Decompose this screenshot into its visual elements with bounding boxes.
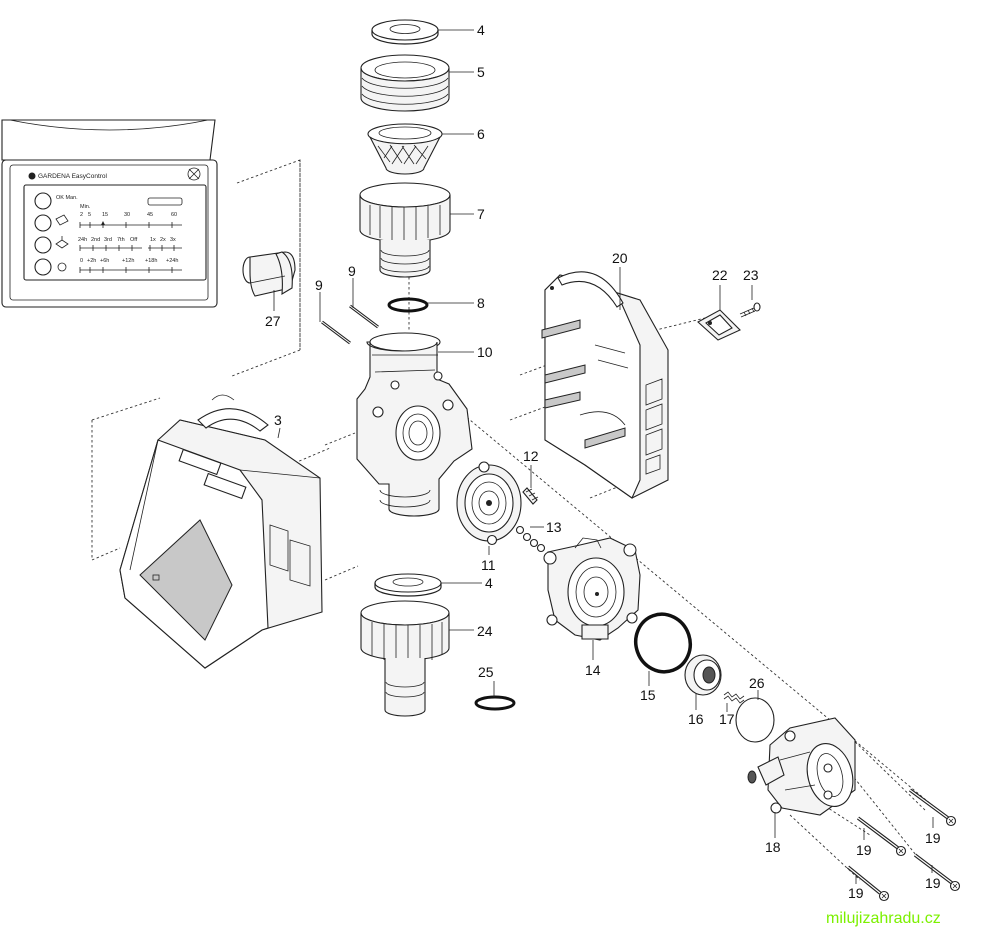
scale1-tick-3: 30 xyxy=(124,212,130,218)
label-19-b: 19 xyxy=(856,842,872,858)
label-14: 14 xyxy=(585,662,601,678)
part-25-o-ring xyxy=(474,695,516,711)
label-20: 20 xyxy=(612,250,628,266)
part-4-washer-bottom xyxy=(374,573,442,597)
sprinkler-icon xyxy=(55,214,69,226)
part-labels: 4 5 6 7 8 9 9 10 3 27 20 22 23 12 13 11 … xyxy=(265,22,941,901)
part-7-tap-connector xyxy=(359,182,451,278)
part-10-valve-body xyxy=(356,332,473,517)
brand-logo-icon xyxy=(28,172,36,180)
part-11-membrane xyxy=(456,461,522,546)
label-10: 10 xyxy=(477,344,493,360)
part-6-filter-sieve xyxy=(367,123,443,175)
part-15-large-o-ring xyxy=(634,612,692,674)
label-4-top: 4 xyxy=(477,22,485,38)
label-26: 26 xyxy=(749,675,765,691)
scale2-tick-2: 3rd xyxy=(104,237,112,243)
label-23: 23 xyxy=(743,267,759,283)
scale3-tick-2: +6h xyxy=(100,258,109,264)
part-14-valve-chamber xyxy=(543,537,641,641)
scale1-tick-0: 2 xyxy=(80,212,83,218)
label-4-bottom: 4 xyxy=(485,575,493,591)
scale1-tick-2: 15 xyxy=(102,212,108,218)
scale2-tick-5: 1x xyxy=(150,237,156,243)
part-26-disc xyxy=(735,697,775,743)
label-22: 22 xyxy=(712,267,728,283)
panel-button-3 xyxy=(34,236,52,254)
label-8: 8 xyxy=(477,295,485,311)
part-5-threaded-ring xyxy=(360,54,450,112)
label-19-a: 19 xyxy=(925,830,941,846)
scale2-tick-6: 2x xyxy=(160,237,166,243)
label-13: 13 xyxy=(546,519,562,535)
part-22-clip xyxy=(697,309,741,341)
scale2-tick-3: 7th xyxy=(117,237,125,243)
clock-icon xyxy=(57,262,67,272)
label-7: 7 xyxy=(477,206,485,222)
part-24-hose-connector xyxy=(360,600,450,717)
scale2-tick-4: Off xyxy=(130,237,138,243)
scale3-tick-4: +18h xyxy=(145,258,157,264)
label-5: 5 xyxy=(477,64,485,80)
scale3-tick-0: 0 xyxy=(80,258,83,264)
watermark: milujizahradu.cz xyxy=(826,910,941,927)
part-18-solenoid xyxy=(747,717,856,816)
part-16-piston xyxy=(684,654,722,696)
scale2-tick-7: 3x xyxy=(170,237,176,243)
label-27: 27 xyxy=(265,313,281,329)
panel-brand-text: GARDENA EasyControl xyxy=(38,173,108,180)
scale1-tick-5: 60 xyxy=(171,212,177,218)
scale1-unit: Min. xyxy=(80,204,91,210)
scale3-tick-3: +12h xyxy=(122,258,134,264)
gear-icon xyxy=(187,167,201,181)
part-8-o-ring xyxy=(387,297,429,313)
panel-button-label-ok: OK Man. xyxy=(56,195,78,201)
panel-button-ok xyxy=(34,192,52,210)
label-18: 18 xyxy=(765,839,781,855)
label-15: 15 xyxy=(640,687,656,703)
scale3-tick-5: +24h xyxy=(166,258,178,264)
scale2-tick-1: 2nd xyxy=(91,237,100,243)
label-3: 3 xyxy=(274,412,282,428)
part-17-spring xyxy=(723,691,745,704)
part-23-small-screw xyxy=(739,302,761,318)
part-9-pins xyxy=(321,304,379,345)
scale1-tick-1: 5 xyxy=(88,212,91,218)
label-16: 16 xyxy=(688,711,704,727)
label-12: 12 xyxy=(523,448,539,464)
label-19-d: 19 xyxy=(848,885,864,901)
panel-button-4 xyxy=(34,258,52,276)
scale1-tick-4: 45 xyxy=(147,212,153,218)
timer-watering-icon xyxy=(55,236,69,249)
label-6: 6 xyxy=(477,126,485,142)
leader-lines xyxy=(273,29,934,884)
label-17: 17 xyxy=(719,711,735,727)
label-9-left: 9 xyxy=(315,277,323,293)
label-19-c: 19 xyxy=(925,875,941,891)
label-11: 11 xyxy=(481,557,496,573)
label-9-right: 9 xyxy=(348,263,356,279)
part-13-spring xyxy=(515,525,546,553)
part-19-screws xyxy=(846,788,961,902)
scale2-tick-0: 24h xyxy=(78,237,87,243)
scale3-tick-1: +2h xyxy=(87,258,96,264)
label-25: 25 xyxy=(478,664,494,680)
label-24: 24 xyxy=(477,623,493,639)
part-3-wall-bracket xyxy=(119,394,323,669)
part-12-plunger xyxy=(522,487,539,505)
part-4-washer-top xyxy=(371,19,439,45)
panel-button-2 xyxy=(34,214,52,232)
part-20-housing-cover xyxy=(541,271,669,499)
control-panel: GARDENA EasyControl OK Man. Min. 2 5 15 … xyxy=(1,119,218,308)
part-27-elbow xyxy=(242,251,296,297)
